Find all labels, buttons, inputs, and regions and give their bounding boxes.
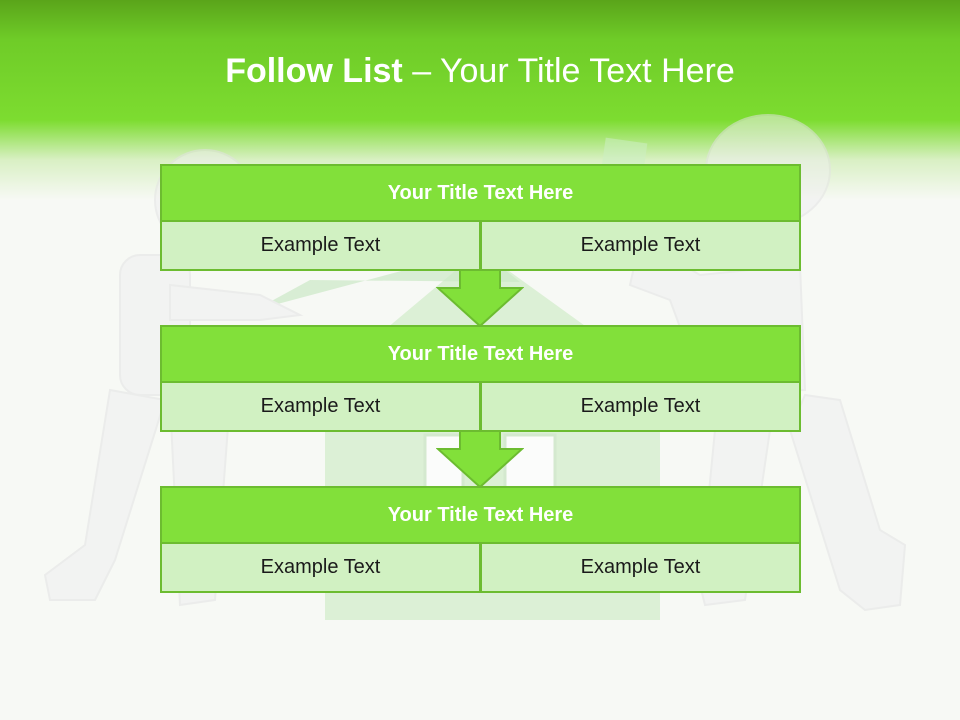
block-right-cell: Example Text — [480, 542, 801, 593]
block-left-cell: Example Text — [160, 220, 481, 271]
block-left-cell: Example Text — [160, 381, 481, 432]
block-right-cell: Example Text — [480, 381, 801, 432]
block-title: Your Title Text Here — [160, 486, 801, 544]
list-block-1: Your Title Text Here Example Text Exampl… — [160, 164, 801, 271]
block-left-cell: Example Text — [160, 542, 481, 593]
title-rest: – Your Title Text Here — [412, 52, 735, 90]
block-title: Your Title Text Here — [160, 164, 801, 222]
slide-title: Follow List – Your Title Text Here — [0, 52, 960, 91]
list-block-2: Your Title Text Here Example Text Exampl… — [160, 325, 801, 432]
down-arrow-icon — [436, 430, 524, 489]
down-arrow-icon — [436, 269, 524, 328]
block-title: Your Title Text Here — [160, 325, 801, 383]
list-block-3: Your Title Text Here Example Text Exampl… — [160, 486, 801, 593]
block-right-cell: Example Text — [480, 220, 801, 271]
title-bold: Follow List — [225, 52, 403, 90]
